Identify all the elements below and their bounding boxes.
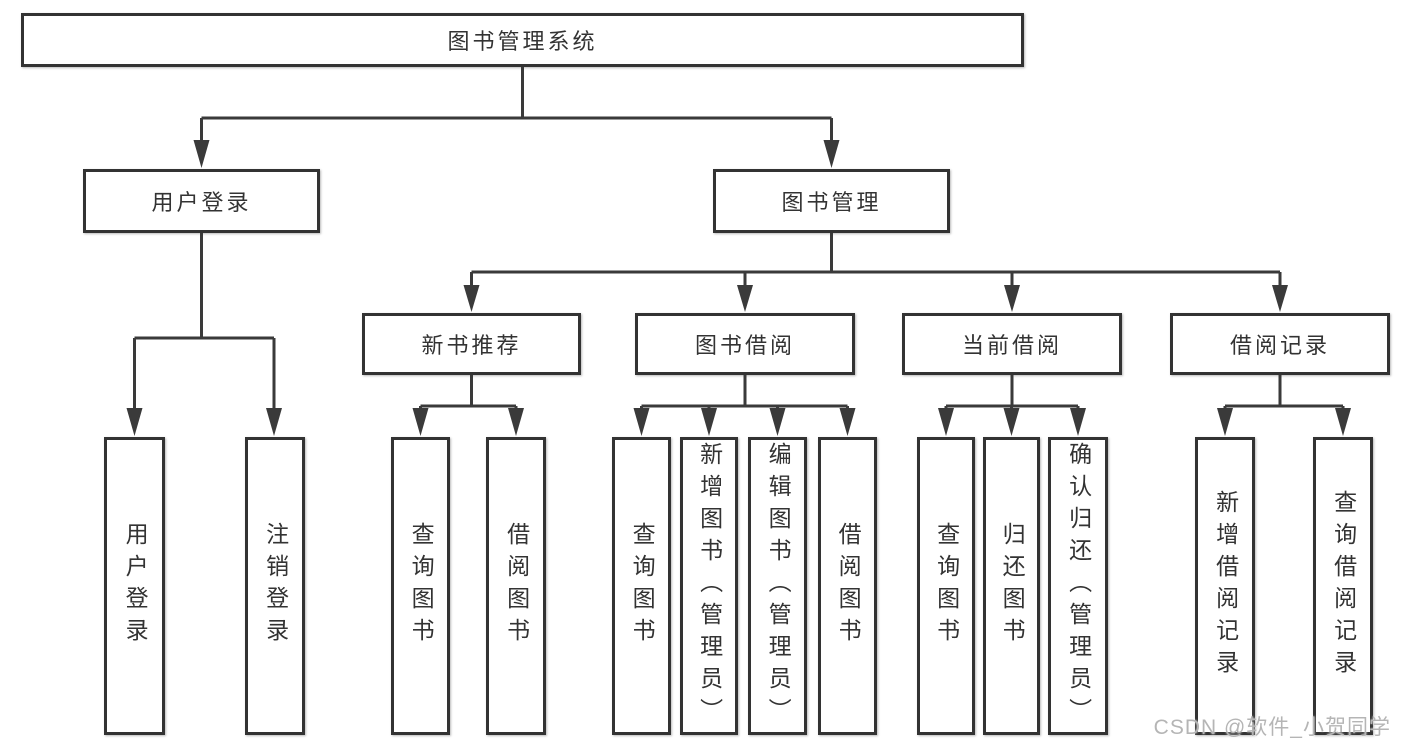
node-current-borrow-label: 当前借阅 — [961, 333, 1062, 358]
arrowhead-down-icon — [1335, 408, 1351, 436]
leaf-user-login-label: 用户登录 — [122, 522, 149, 650]
leaf-query-books-recommend: 查询图书 — [391, 437, 450, 735]
node-book-borrow: 图书借阅 — [635, 313, 855, 375]
node-book-management: 图书管理 — [713, 169, 950, 233]
leaf-query-books-borrow: 查询图书 — [612, 437, 671, 735]
leaf-query-books-recommend-label: 查询图书 — [408, 522, 435, 650]
leaf-edit-book-admin: 编辑图书（管理员） — [748, 437, 807, 735]
leaf-borrow-books-recommend-label: 借阅图书 — [503, 522, 530, 650]
arrowhead-down-icon — [839, 408, 856, 436]
connector-book-borrow-to-leaves — [640, 375, 849, 414]
leaf-query-books-current: 查询图书 — [917, 437, 975, 735]
leaf-query-borrow-record-label: 查询借阅记录 — [1330, 490, 1357, 682]
arrowhead-down-icon — [769, 408, 786, 436]
leaf-user-login: 用户登录 — [104, 437, 165, 735]
leaf-add-book-admin: 新增图书（管理员） — [680, 437, 738, 735]
leaf-confirm-return-admin: 确认归还（管理员） — [1048, 437, 1108, 735]
arrowhead-down-icon — [1003, 408, 1020, 436]
leaf-return-book-label: 归还图书 — [999, 522, 1026, 650]
node-borrow-records: 借阅记录 — [1170, 313, 1390, 375]
arrowhead-down-icon — [1070, 408, 1086, 436]
node-borrow-records-label: 借阅记录 — [1229, 333, 1330, 358]
arrowhead-down-icon — [737, 285, 753, 312]
connector-borrow-records-to-leaves — [1223, 375, 1345, 414]
leaf-query-books-current-label: 查询图书 — [933, 522, 960, 650]
node-root: 图书管理系统 — [21, 13, 1024, 67]
leaf-borrow-books-recommend: 借阅图书 — [486, 437, 546, 735]
node-book-management-label: 图书管理 — [781, 190, 882, 215]
leaf-borrow-books: 借阅图书 — [818, 437, 877, 735]
node-user-login: 用户登录 — [83, 169, 320, 233]
arrowhead-down-icon — [938, 408, 954, 436]
arrowhead-down-icon — [508, 408, 524, 436]
node-new-book-recommend-label: 新书推荐 — [421, 333, 522, 358]
arrowhead-down-icon — [1217, 408, 1233, 436]
leaf-add-borrow-record: 新增借阅记录 — [1195, 437, 1255, 735]
node-root-label: 图书管理系统 — [447, 29, 598, 54]
connector-book-mgmt-to-modules — [470, 233, 1282, 290]
arrowhead-down-icon — [823, 140, 840, 168]
node-new-book-recommend: 新书推荐 — [362, 313, 581, 375]
leaf-logout: 注销登录 — [245, 437, 305, 735]
connector-user-login-to-leaves — [133, 233, 276, 414]
leaf-borrow-books-label: 借阅图书 — [835, 522, 862, 650]
leaf-query-books-borrow-label: 查询图书 — [629, 522, 656, 650]
arrowhead-down-icon — [1004, 285, 1020, 312]
arrowhead-down-icon — [266, 408, 282, 436]
arrowhead-down-icon — [463, 285, 480, 312]
arrowhead-down-icon — [701, 408, 717, 436]
connector-root-to-branches — [200, 67, 833, 145]
leaf-edit-book-admin-label: 编辑图书（管理员） — [765, 442, 792, 730]
arrowhead-down-icon — [126, 408, 143, 436]
leaf-query-borrow-record: 查询借阅记录 — [1313, 437, 1373, 735]
leaf-confirm-return-admin-label: 确认归还（管理员） — [1065, 442, 1092, 730]
node-book-borrow-label: 图书借阅 — [694, 333, 795, 358]
arrowhead-down-icon — [1272, 285, 1288, 312]
connector-new-book-to-leaves — [419, 375, 518, 414]
leaf-add-borrow-record-label: 新增借阅记录 — [1212, 490, 1239, 682]
arrowhead-down-icon — [633, 408, 650, 436]
node-current-borrow: 当前借阅 — [902, 313, 1122, 375]
leaf-add-book-admin-label: 新增图书（管理员） — [696, 442, 723, 730]
node-user-login-label: 用户登录 — [151, 190, 252, 215]
leaf-logout-label: 注销登录 — [262, 522, 289, 650]
arrowhead-down-icon — [193, 140, 210, 168]
leaf-return-book: 归还图书 — [983, 437, 1040, 735]
arrowhead-down-icon — [412, 408, 429, 436]
